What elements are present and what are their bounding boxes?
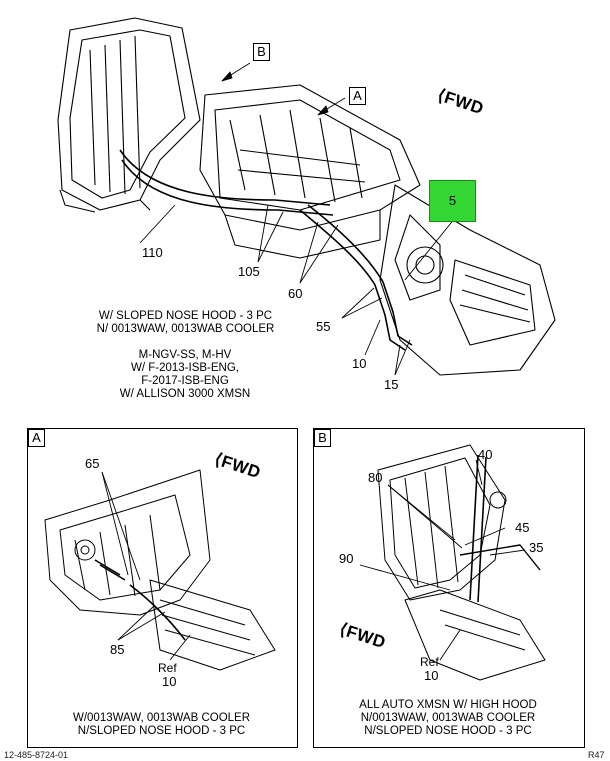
detail-a-note: W/0013WAW, 0013WAB COOLER N/SLOPED NOSE … [72, 712, 251, 737]
part-callout-105: 105 [238, 264, 260, 279]
detail-b-callout-40: 40 [478, 447, 493, 462]
detail-a-ref-label: Ref [158, 661, 177, 675]
detail-a-marker: A [28, 429, 45, 447]
detail-b-callout-80: 80 [368, 470, 383, 485]
detail-view-a [27, 428, 298, 748]
part-callout-110: 110 [142, 245, 163, 260]
detail-view-b [313, 428, 585, 748]
detail-a-callout-65: 65 [85, 456, 100, 471]
hood-applicability-note: W/ SLOPED NOSE HOOD - 3 PC N/ 0013WAW, 0… [96, 310, 275, 335]
drawing-id-right: R47 [588, 750, 605, 760]
detail-b-ref-label: Ref [420, 655, 439, 669]
part-callout-10: 10 [352, 356, 367, 371]
part-callout-15: 15 [384, 377, 399, 392]
detail-b-callout-90: 90 [339, 551, 354, 566]
highlighted-part-callout[interactable]: 5 [429, 180, 476, 222]
highlighted-part-number: 5 [448, 193, 457, 208]
part-callout-55: 55 [316, 319, 331, 334]
detail-b-ref-part: 10 [424, 668, 439, 683]
drawing-id-left: 12-485-8724-01 [4, 750, 69, 760]
transmission-illustration [379, 184, 556, 376]
view-b-marker: B [253, 43, 270, 61]
radiator-illustration [57, 17, 201, 213]
engine-illustration [199, 84, 421, 259]
detail-a-callout-85: 85 [110, 642, 125, 657]
detail-b-callout-35: 35 [529, 540, 544, 555]
view-a-marker: A [349, 87, 366, 105]
detail-b-marker: B [314, 429, 331, 447]
part-callout-60: 60 [288, 286, 303, 301]
cooler-lines [119, 149, 413, 351]
main-leader-lines [139, 62, 456, 376]
detail-a-ref-part: 10 [162, 674, 177, 689]
detail-b-note: ALL AUTO XMSN W/ HIGH HOOD N/0013WAW, 00… [359, 699, 537, 737]
detail-b-callout-45: 45 [515, 520, 530, 535]
configuration-note: M-NGV-SS, M-HV W/ F-2013-ISB-ENG, F-2017… [119, 349, 251, 400]
